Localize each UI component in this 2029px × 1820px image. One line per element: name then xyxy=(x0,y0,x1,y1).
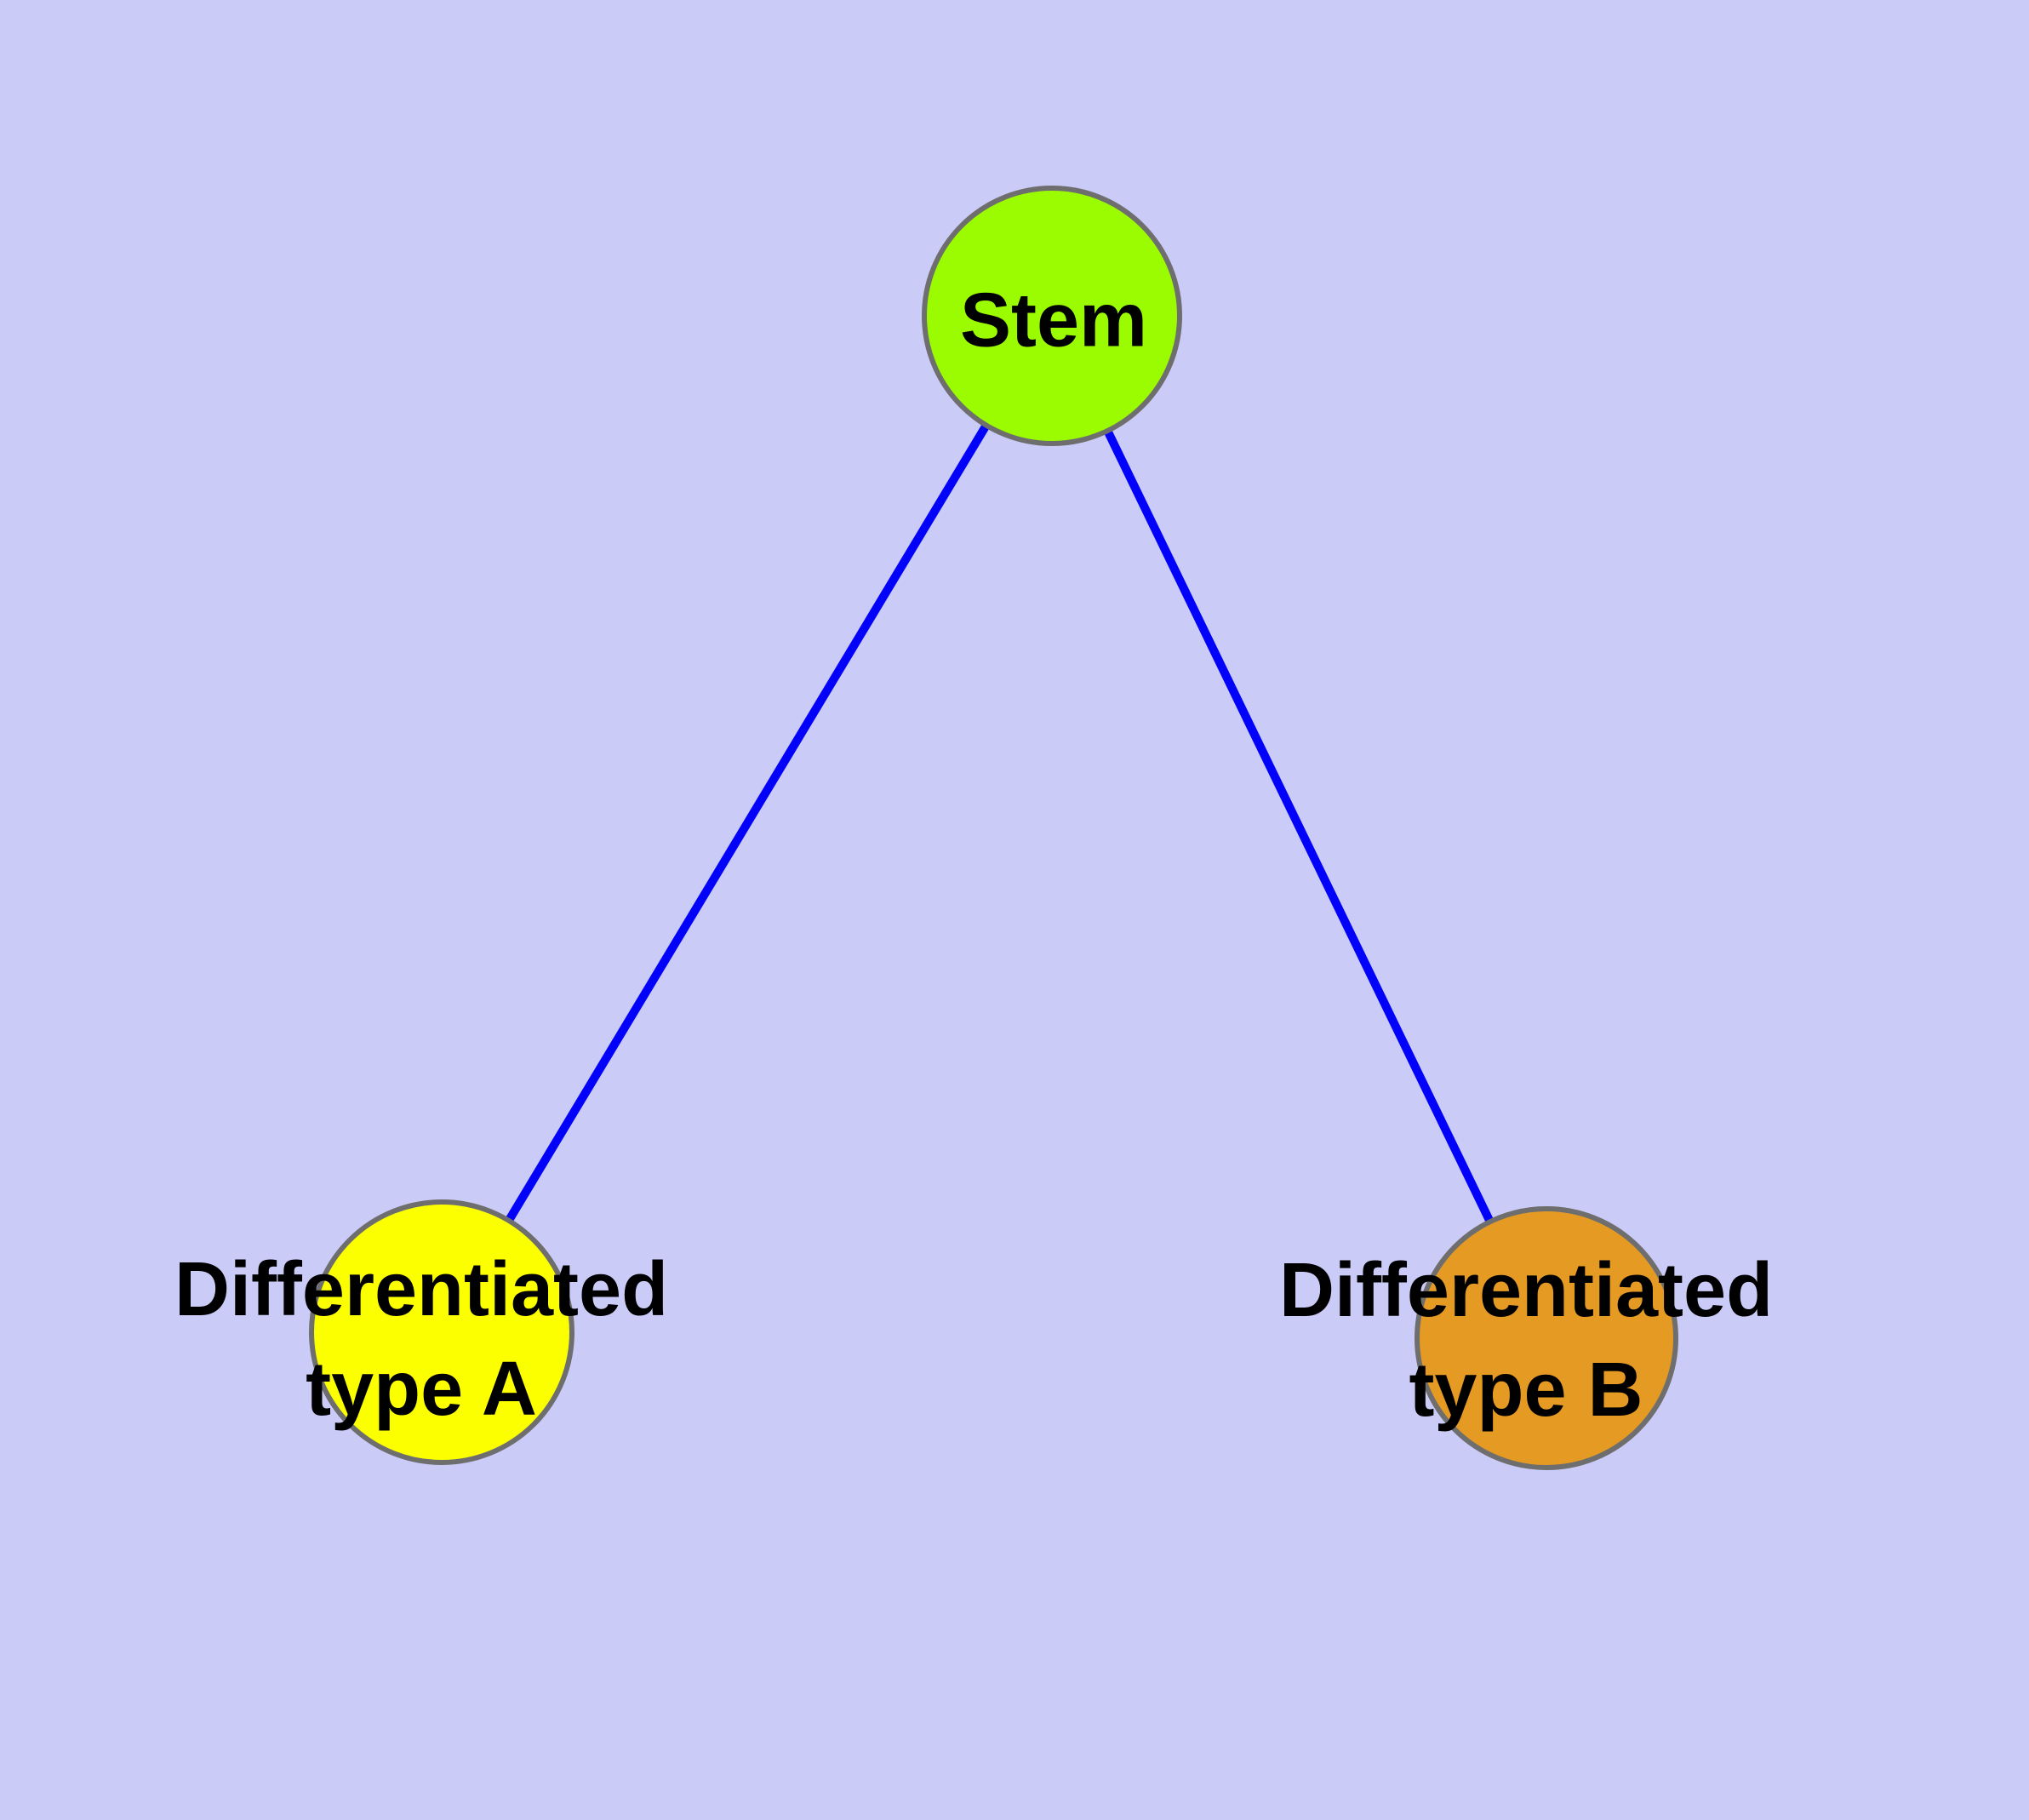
node-circle-diff-b xyxy=(1415,1206,1678,1470)
node-circle-diff-a xyxy=(309,1199,574,1465)
edge-stem-to-diff-b xyxy=(1048,313,1551,1341)
edge-stem-to-diff-a xyxy=(437,313,1056,1335)
node-circle-stem xyxy=(922,186,1182,446)
